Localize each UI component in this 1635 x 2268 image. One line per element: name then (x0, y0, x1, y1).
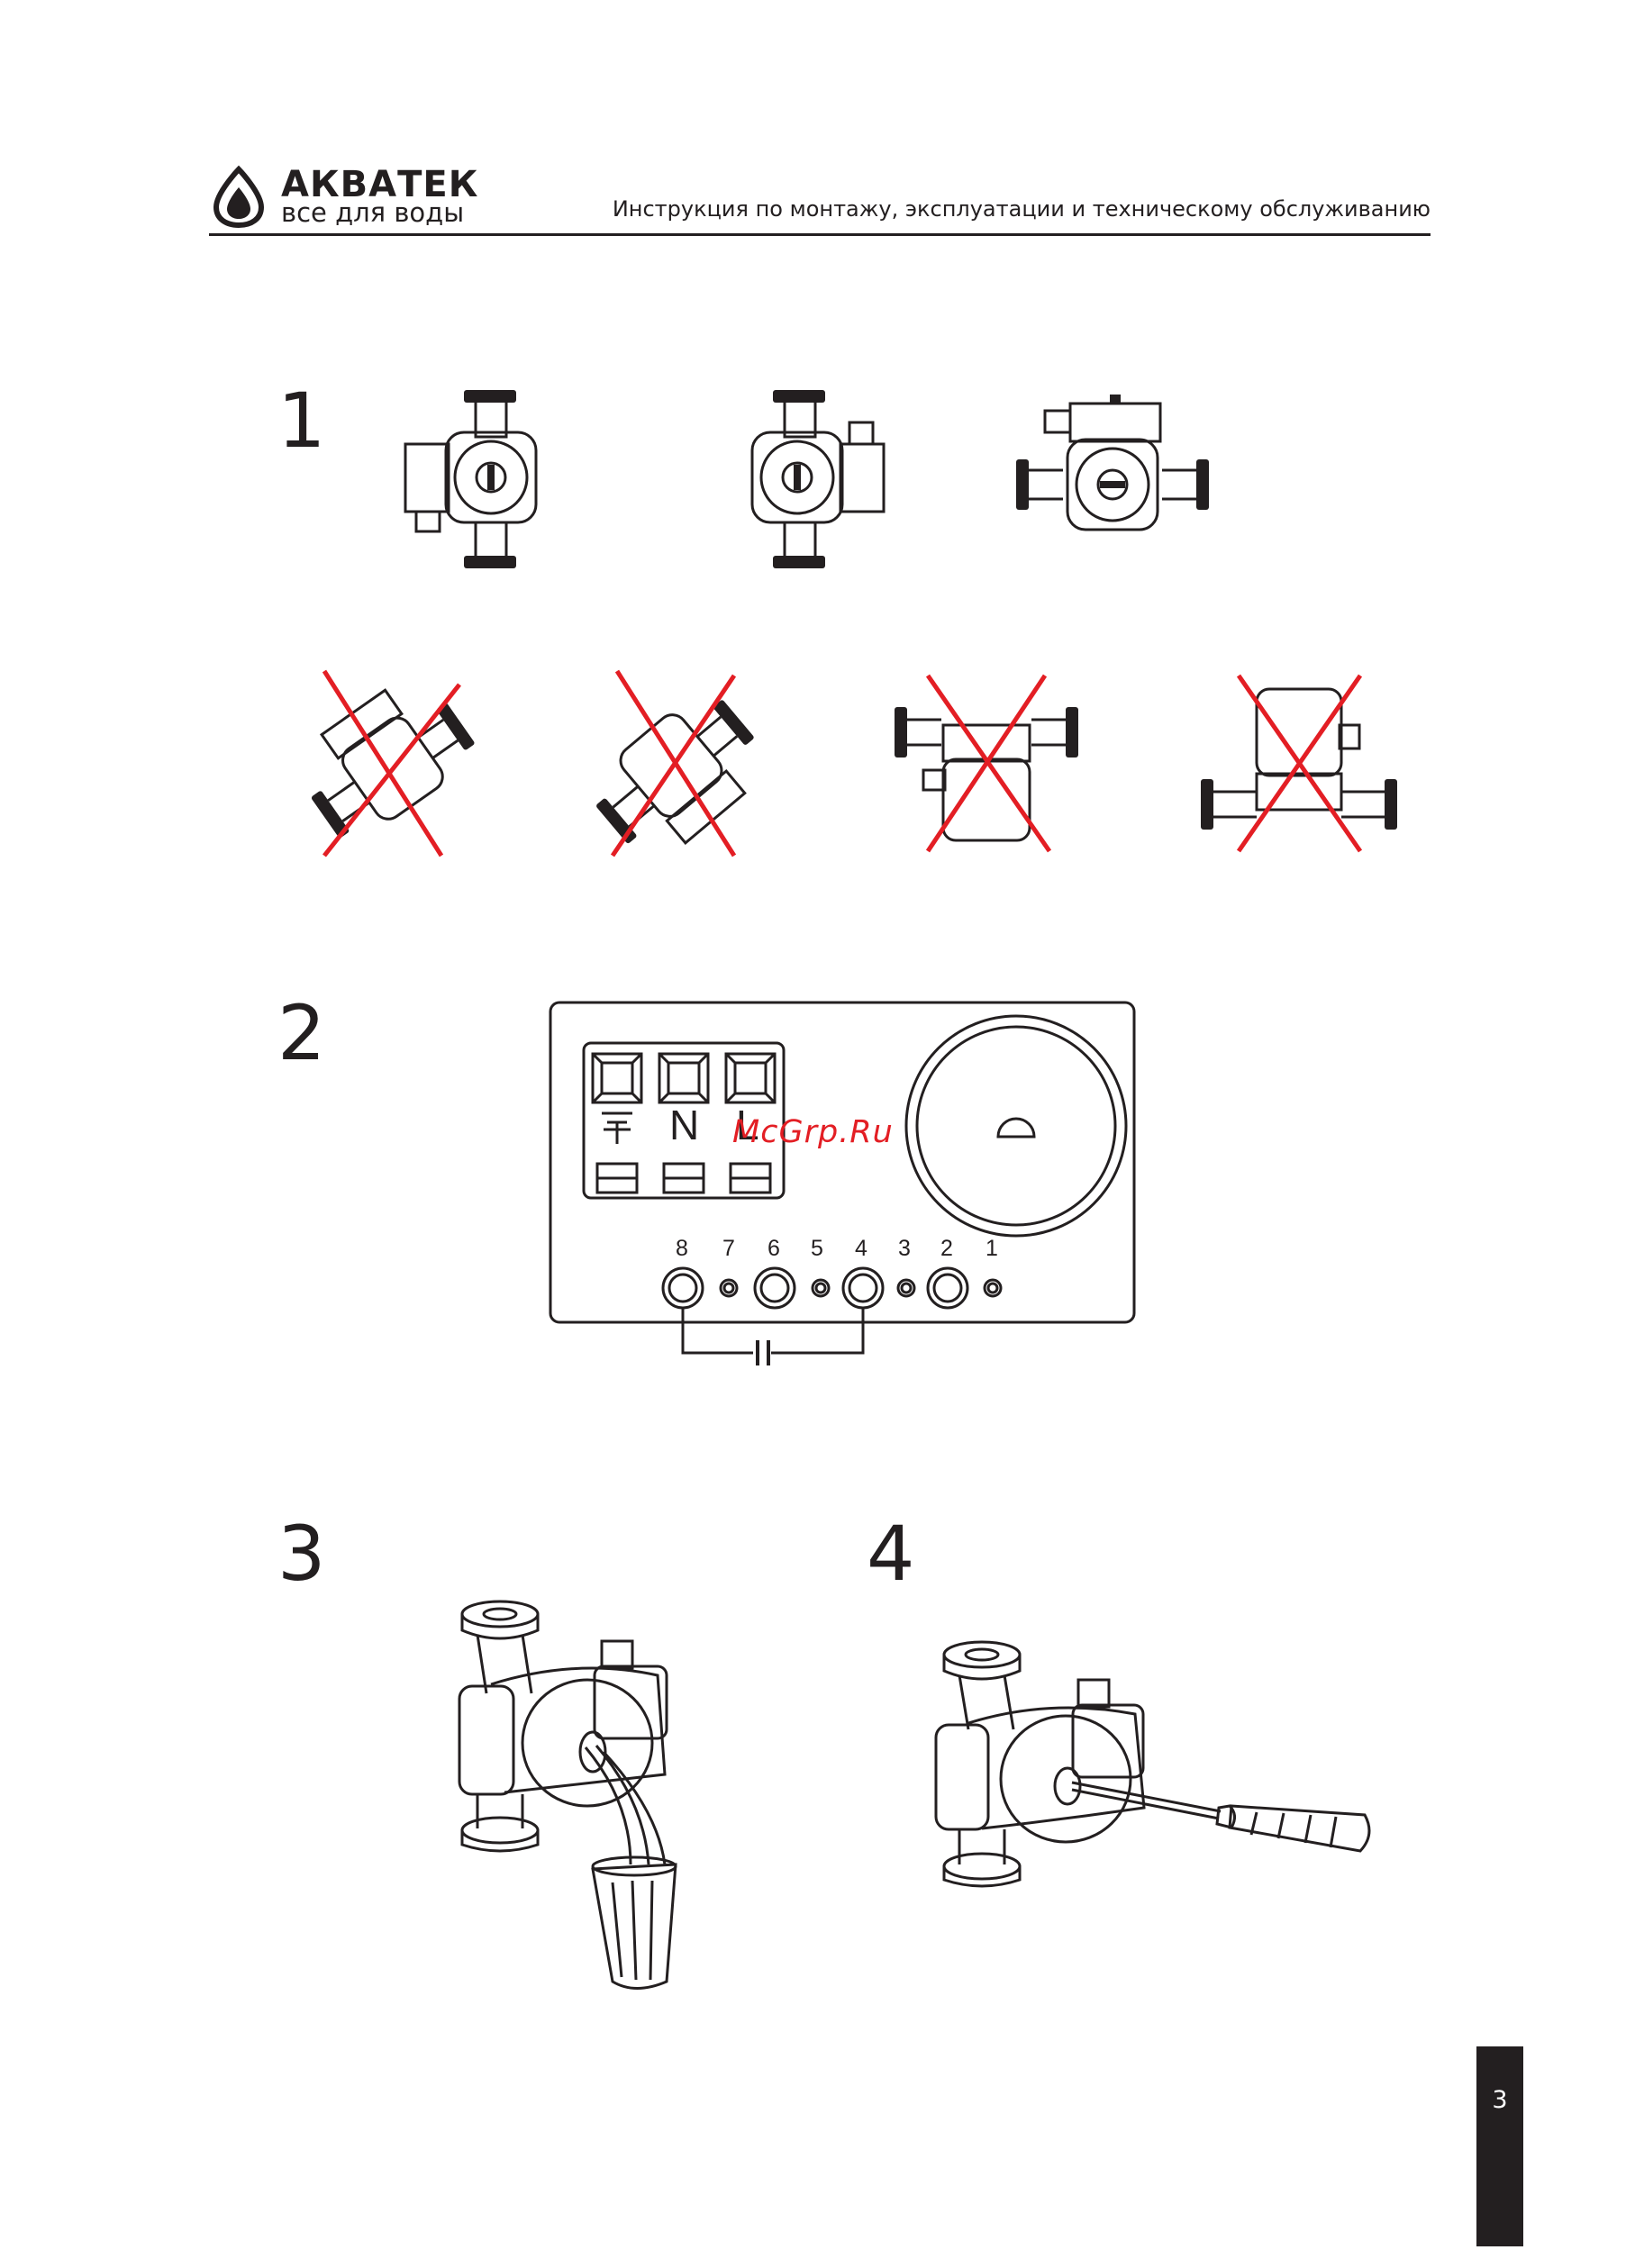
terminal-label-n: N (669, 1101, 699, 1149)
hole-label: 8 (676, 1236, 688, 1262)
hole-label: 2 (940, 1236, 953, 1262)
terminal-block-diagram (548, 1000, 1138, 1378)
pump-incorrect-1 (279, 667, 495, 865)
page-number-tab (1476, 2046, 1523, 2246)
pump-incorrect-3 (887, 671, 1085, 851)
step-number-4: 4 (867, 1516, 914, 1592)
document-title: Инструкция по монтажу, эксплуатации и те… (613, 196, 1431, 222)
pump-incorrect-2 (568, 667, 775, 865)
header-divider (209, 233, 1431, 236)
pump-incorrect-4 (1194, 671, 1410, 851)
water-drop-logo-icon (211, 168, 267, 227)
pump-correct-vertical-right (734, 383, 896, 581)
hole-label: 5 (811, 1236, 823, 1262)
hole-label: 7 (722, 1236, 735, 1262)
hole-label: 3 (898, 1236, 911, 1262)
watermark: McGrp.Ru (732, 1114, 894, 1150)
step-number-3: 3 (277, 1516, 325, 1592)
pump-correct-horizontal (1009, 387, 1252, 540)
pump-screwdriver-illustration (914, 1635, 1374, 1905)
brand-tagline: все для воды (281, 197, 464, 228)
hole-label: 1 (986, 1236, 998, 1262)
pump-cable-illustration (450, 1594, 712, 1991)
hole-label: 6 (768, 1236, 780, 1262)
pump-correct-vertical-left (396, 383, 559, 581)
step-number-2: 2 (277, 995, 325, 1071)
ground-icon (602, 1113, 632, 1144)
hole-label: 4 (855, 1236, 867, 1262)
page-number: 3 (1476, 2086, 1523, 2114)
capacitor-symbol (753, 1340, 771, 1367)
step-number-1: 1 (277, 383, 325, 458)
